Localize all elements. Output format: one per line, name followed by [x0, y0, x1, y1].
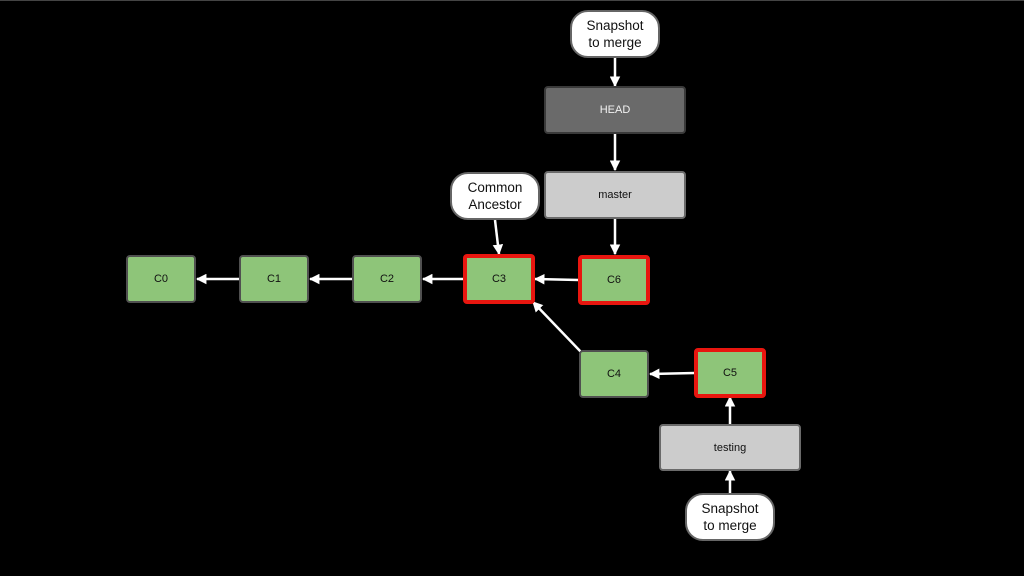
- master-branch: master: [544, 171, 686, 219]
- callout-text-line: Snapshot: [586, 18, 644, 33]
- arrow-ancestor-to-c3: [492, 219, 504, 256]
- callout-text-line: Ancestor: [468, 197, 522, 212]
- commit-c5: C5: [694, 348, 766, 398]
- callout-text-line: Common: [467, 180, 523, 195]
- callout-snapshot-top: Snapshot to merge: [570, 10, 660, 58]
- head-label: HEAD: [599, 104, 631, 116]
- testing-branch: testing: [659, 424, 801, 471]
- head-pointer: HEAD: [544, 86, 686, 134]
- commit-label: C6: [606, 274, 622, 286]
- commit-label: C3: [491, 273, 507, 285]
- callout-text-line: to merge: [588, 35, 642, 50]
- commit-label: C4: [606, 368, 622, 380]
- commit-c2: C2: [352, 255, 422, 303]
- callout-text-line: Snapshot: [701, 501, 759, 516]
- arrow-c4-to-c3: [532, 301, 582, 353]
- commit-c0: C0: [126, 255, 196, 303]
- commit-label: C2: [379, 273, 395, 285]
- master-label: master: [598, 189, 632, 201]
- callout-text-line: to merge: [703, 518, 757, 533]
- commit-c6: C6: [578, 255, 650, 305]
- callout-common-ancestor: Common Ancestor: [450, 172, 540, 220]
- commit-c3: C3: [463, 254, 535, 304]
- commit-label: C0: [153, 273, 169, 285]
- commit-c1: C1: [239, 255, 309, 303]
- commit-label: C1: [266, 273, 282, 285]
- callout-snapshot-bottom: Snapshot to merge: [685, 493, 775, 541]
- top-border-line: [0, 0, 1024, 1]
- arrow-c6-to-c3: [533, 273, 580, 285]
- arrow-c5-to-c4: [648, 368, 696, 380]
- commit-label: C5: [722, 367, 738, 379]
- commit-c4: C4: [579, 350, 649, 398]
- testing-label: testing: [713, 441, 747, 454]
